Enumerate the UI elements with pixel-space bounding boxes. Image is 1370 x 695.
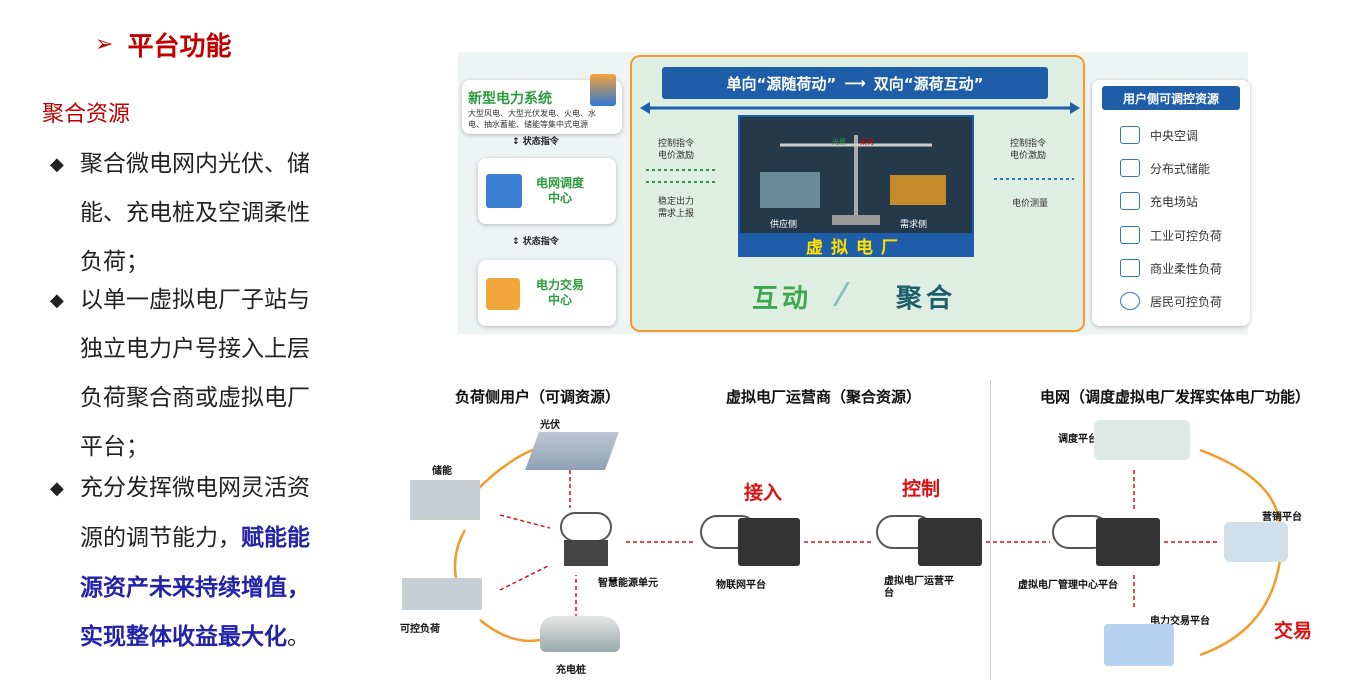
bullet-bold: 源资产未来持续增值， xyxy=(80,574,310,601)
iot-label: 物联网平台 xyxy=(716,580,766,591)
bullet-1: ◆ 聚合微电网内光伏、储能、充电桩及空调柔性负荷； xyxy=(50,140,360,287)
storage-icon xyxy=(410,480,480,520)
left-arrow-top-label: 控制指令电价激励 xyxy=(658,139,695,161)
resource-item: 充电场站 xyxy=(1120,192,1198,210)
bullet-bold: 实现整体收益最大化 xyxy=(80,623,287,650)
pv-label: 光伏 xyxy=(540,420,560,431)
power-system-box: 新型电力系统 大型风电、大型光伏发电、火电、水 电、抽水蓄能、储能等集中式电源 xyxy=(462,74,622,134)
car-icon xyxy=(540,616,620,652)
left-arrow-bottom-label: 稳定出力需求上报 xyxy=(658,197,695,219)
bullet-line: 负荷聚合商或虚拟电厂 xyxy=(80,385,310,411)
arrow-icon: ➢ xyxy=(95,32,114,57)
operator-label: 虚拟电厂运营平台 xyxy=(884,576,954,599)
scale-left-label: 光景 xyxy=(832,138,846,146)
vpp-label: 虚拟电厂 xyxy=(738,233,974,258)
pv-icon xyxy=(525,432,619,470)
storage-icon xyxy=(1120,159,1140,177)
bullet-line: 独立电力户号接入上层 xyxy=(80,336,310,362)
server-icon xyxy=(918,518,982,566)
server-icon xyxy=(738,518,800,566)
bullet-line: 以单一虚拟电厂子站与 xyxy=(80,287,310,313)
diamond-icon: ◆ xyxy=(50,290,64,311)
storage-label: 储能 xyxy=(432,466,452,477)
charger-icon xyxy=(1120,192,1140,210)
dispatch-icon xyxy=(486,174,522,208)
power-system-sub: 电、抽水蓄能、储能等集中式电源 xyxy=(468,120,588,129)
diamond-icon: ◆ xyxy=(50,154,64,175)
section-title: 平台功能 xyxy=(127,32,232,62)
power-system-title: 新型电力系统 xyxy=(468,91,552,107)
control-label: 控制 xyxy=(902,478,941,500)
dispatch-icon xyxy=(1094,420,1190,460)
laptop-icon xyxy=(1104,624,1174,666)
right-arrow-top-label: 控制指令电价激励 xyxy=(1010,139,1047,161)
trade-label: 交易 xyxy=(1274,620,1313,642)
ctrl-load-label: 可控负荷 xyxy=(400,624,440,635)
bullet-line: 源的调节能力， xyxy=(80,525,241,551)
status-cmd-2: ↕ 状态指令 xyxy=(512,237,559,247)
marketing-label: 营销平台 xyxy=(1262,512,1302,523)
resource-item: 分布式储能 xyxy=(1120,159,1210,177)
heading-grid: 电网（调度虚拟电厂发挥实体电厂功能） xyxy=(1040,388,1311,406)
vpp-panel xyxy=(630,55,1085,332)
demand-label: 需求侧 xyxy=(900,220,928,230)
power-system-sub: 大型风电、大型光伏发电、火电、水 xyxy=(468,109,596,118)
bullet-2: ◆ 以单一虚拟电厂子站与独立电力户号接入上层负荷聚合商或虚拟电厂平台； xyxy=(50,276,360,472)
trade-center-label: 电力交易中心 xyxy=(536,278,585,307)
access-label: 接入 xyxy=(744,482,783,504)
trade-center-box: 电力交易中心 xyxy=(478,260,616,326)
bullet-line: 聚合微电网内光伏、储 xyxy=(80,151,310,177)
resource-title: 用户侧可调控资源 xyxy=(1102,86,1240,110)
supply-label: 供应侧 xyxy=(770,220,798,230)
divider xyxy=(990,380,991,680)
right-arrow-bottom-label: 电价测量 xyxy=(1012,199,1049,209)
aggregate-label: 聚合 xyxy=(896,284,957,314)
grid-dispatch-label: 电网调度中心 xyxy=(536,176,585,205)
bullet-line: 充分发挥微电网灵活资 xyxy=(80,475,310,501)
section-header: ➢ 平台功能 xyxy=(95,26,231,63)
cloud-icon xyxy=(560,512,612,542)
heading-load-side: 负荷侧用户（可调资源） xyxy=(455,388,621,406)
building-icon xyxy=(1120,259,1140,277)
diamond-icon: ◆ xyxy=(50,478,64,499)
dispatch-label: 调度平台 xyxy=(1058,434,1098,445)
load-icon xyxy=(402,578,482,610)
interact-label: 互动 xyxy=(752,284,813,314)
aggregate-title: 聚合资源 xyxy=(42,102,131,127)
scale-right-label: 柔荷 xyxy=(860,138,874,146)
bullet-tail: 。 xyxy=(287,624,310,650)
charger-label: 充电桩 xyxy=(556,665,586,676)
resource-box xyxy=(1092,80,1250,326)
server-icon xyxy=(1096,518,1160,566)
people-icon xyxy=(1120,292,1140,310)
mode-banner: 单向“源随荷动”⟶双向“源荷互动” xyxy=(662,67,1048,99)
mgmt-label: 虚拟电厂管理中心平台 xyxy=(1018,580,1118,591)
bullet-line: 负荷； xyxy=(80,249,149,275)
marketing-icon xyxy=(1224,522,1288,562)
resource-item: 商业柔性负荷 xyxy=(1120,259,1222,277)
trade-icon xyxy=(486,278,520,310)
dotted-arrow-right xyxy=(994,178,1074,180)
scale-icon xyxy=(760,135,946,225)
resource-item: 居民可控负荷 xyxy=(1120,292,1222,310)
heading-operator: 虚拟电厂运营商（聚合资源） xyxy=(726,388,922,406)
resource-item: 中央空调 xyxy=(1120,126,1198,144)
power-plant-icon xyxy=(590,74,616,106)
ac-icon xyxy=(1120,126,1140,144)
bullet-line: 能、充电桩及空调柔性 xyxy=(80,200,310,226)
dotted-arrows-left xyxy=(646,169,718,183)
smart-unit-label: 智慧能源单元 xyxy=(598,578,658,589)
bullet-bold: 赋能能 xyxy=(241,524,310,551)
status-cmd-1: ↕ 状态指令 xyxy=(512,137,559,147)
grid-dispatch-box: 电网调度中心 xyxy=(478,158,616,224)
bullet-3: ◆ 充分发挥微电网灵活资源的调节能力，赋能能源资产未来持续增值， 实现整体收益最大化… xyxy=(50,464,360,662)
factory-icon xyxy=(1120,226,1140,244)
double-arrow xyxy=(640,102,1080,114)
resource-item: 工业可控负荷 xyxy=(1120,226,1222,244)
server-icon xyxy=(564,540,608,566)
bullet-line: 平台； xyxy=(80,434,149,460)
trading-label: 电力交易平台 xyxy=(1150,616,1210,627)
